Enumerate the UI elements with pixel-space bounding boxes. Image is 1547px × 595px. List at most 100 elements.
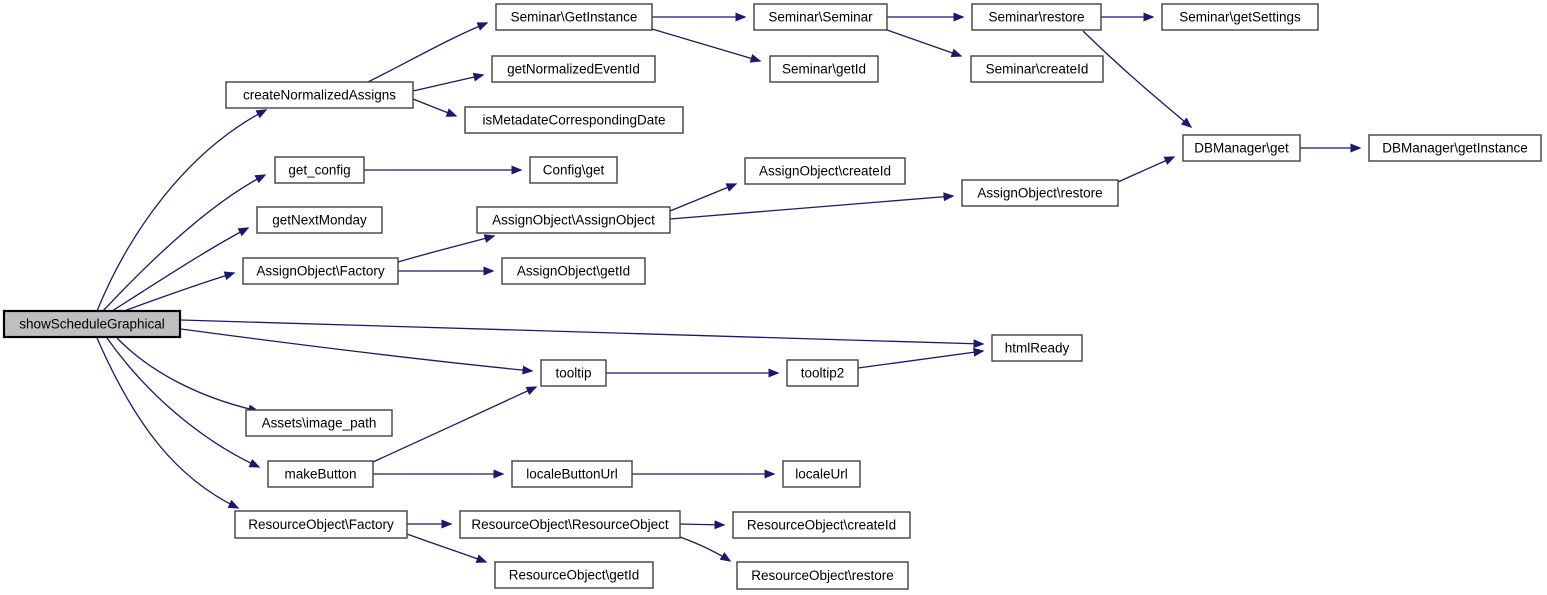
node-htmlReady[interactable]: htmlReady	[991, 334, 1083, 362]
node-label-getNextMonday: getNextMonday	[272, 213, 367, 228]
node-label-AssignObject-restore: AssignObject\restore	[977, 186, 1102, 201]
node-box-Config-get[interactable]	[529, 156, 618, 184]
node-label-tooltip2: tooltip2	[801, 366, 845, 381]
node-box-Seminar-restore[interactable]	[971, 3, 1102, 31]
node-box-ResourceObject-getId[interactable]	[494, 561, 654, 589]
node-label-ResourceObject-restore: ResourceObject\restore	[751, 568, 894, 583]
node-localeButtonUrl[interactable]: localeButtonUrl	[511, 460, 633, 488]
node-box-showScheduleGraphical[interactable]	[2, 309, 182, 339]
node-label-Seminar-restore: Seminar\restore	[988, 10, 1084, 25]
node-label-localeButtonUrl: localeButtonUrl	[526, 467, 618, 482]
node-box-createNormalizedAssigns[interactable]	[225, 81, 414, 109]
node-label-AssignObject-getId: AssignObject\getId	[517, 264, 630, 279]
node-box-isMetadateCorrespondingDate[interactable]	[464, 106, 684, 134]
node-box-htmlReady[interactable]	[991, 334, 1083, 362]
node-label-ResourceObject-Factory: ResourceObject\Factory	[248, 517, 394, 532]
edge-createNormalizedAssigns-to-getNormalizedEventId	[412, 72, 485, 92]
node-get_config[interactable]: get_config	[274, 156, 365, 184]
node-AssignObject-AssignObject[interactable]: AssignObject\AssignObject	[476, 206, 671, 234]
node-label-getNormalizedEventId: getNormalizedEventId	[507, 62, 640, 77]
node-box-localeButtonUrl[interactable]	[511, 460, 633, 488]
node-label-DBManager-get: DBManager\get	[1194, 141, 1289, 156]
node-box-AssignObject-AssignObject[interactable]	[476, 206, 671, 234]
node-box-tooltip[interactable]	[540, 359, 607, 387]
edge-showScheduleGraphical-to-getNextMonday	[111, 227, 250, 312]
edge-showScheduleGraphical-to-tooltip	[180, 328, 534, 375]
node-box-ResourceObject-restore[interactable]	[736, 561, 909, 590]
node-ResourceObject-ResourceObject[interactable]: ResourceObject\ResourceObject	[459, 510, 681, 539]
node-box-AssignObject-getId[interactable]	[501, 257, 646, 285]
node-createNormalizedAssigns[interactable]: createNormalizedAssigns	[225, 81, 414, 109]
node-label-htmlReady: htmlReady	[1005, 341, 1070, 356]
node-label-ResourceObject-ResourceObject: ResourceObject\ResourceObject	[471, 517, 669, 532]
node-ResourceObject-createId[interactable]: ResourceObject\createId	[732, 511, 911, 539]
node-box-Seminar-getSettings[interactable]	[1161, 3, 1319, 31]
node-Seminar-createId[interactable]: Seminar\createId	[970, 55, 1104, 83]
edge-AssignObject-restore-to-DBManager-get	[1117, 156, 1176, 183]
node-label-Seminar-getId: Seminar\getId	[782, 62, 866, 77]
node-box-getNextMonday[interactable]	[256, 206, 383, 234]
node-box-Seminar-Seminar[interactable]	[753, 3, 888, 31]
node-AssignObject-restore[interactable]: AssignObject\restore	[961, 179, 1119, 207]
node-showScheduleGraphical[interactable]: showScheduleGraphical	[2, 309, 182, 339]
edge-AssignObject-AssignObject-to-AssignObject-createId	[669, 183, 738, 212]
node-box-AssignObject-createId[interactable]	[744, 157, 906, 185]
node-AssignObject-getId[interactable]: AssignObject\getId	[501, 257, 646, 285]
node-box-ResourceObject-Factory[interactable]	[234, 510, 408, 539]
node-box-Seminar-getId[interactable]	[769, 55, 879, 83]
edge-ResourceObject-ResourceObject-to-ResourceObject-restore	[679, 536, 732, 562]
node-label-showScheduleGraphical: showScheduleGraphical	[19, 317, 165, 332]
node-ResourceObject-getId[interactable]: ResourceObject\getId	[494, 561, 654, 589]
node-getNormalizedEventId[interactable]: getNormalizedEventId	[491, 55, 656, 83]
node-label-tooltip: tooltip	[555, 366, 591, 381]
node-box-Seminar-createId[interactable]	[970, 55, 1104, 83]
node-ResourceObject-Factory[interactable]: ResourceObject\Factory	[234, 510, 408, 539]
node-box-getNormalizedEventId[interactable]	[491, 55, 656, 83]
node-box-DBManager-get[interactable]	[1182, 134, 1301, 162]
edge-AssignObject-Factory-to-AssignObject-AssignObject	[397, 234, 496, 263]
node-box-localeUrl[interactable]	[782, 460, 861, 488]
edge-showScheduleGraphical-to-makeButton	[106, 337, 261, 468]
node-label-localeUrl: localeUrl	[795, 467, 848, 482]
node-Assets-image_path[interactable]: Assets\image_path	[245, 409, 393, 437]
node-box-AssignObject-Factory[interactable]	[242, 257, 399, 285]
node-Seminar-GetInstance[interactable]: Seminar\GetInstance	[495, 3, 653, 31]
node-label-isMetadateCorrespondingDate: isMetadateCorrespondingDate	[482, 113, 665, 128]
node-Seminar-getSettings[interactable]: Seminar\getSettings	[1161, 3, 1319, 31]
node-box-get_config[interactable]	[274, 156, 365, 184]
node-ResourceObject-restore[interactable]: ResourceObject\restore	[736, 561, 909, 590]
node-label-Seminar-Seminar: Seminar\Seminar	[768, 10, 873, 25]
edge-showScheduleGraphical-to-get_config	[102, 174, 267, 312]
node-label-createNormalizedAssigns: createNormalizedAssigns	[243, 88, 396, 103]
edge-showScheduleGraphical-to-Assets-image_path	[116, 337, 260, 414]
node-box-ResourceObject-createId[interactable]	[732, 511, 911, 539]
node-tooltip[interactable]: tooltip	[540, 359, 607, 387]
node-isMetadateCorrespondingDate[interactable]: isMetadateCorrespondingDate	[464, 106, 684, 134]
node-label-AssignObject-Factory: AssignObject\Factory	[256, 264, 385, 279]
node-Seminar-getId[interactable]: Seminar\getId	[769, 55, 879, 83]
node-Seminar-restore[interactable]: Seminar\restore	[971, 3, 1102, 31]
node-DBManager-getInstance[interactable]: DBManager\getInstance	[1368, 134, 1542, 162]
node-AssignObject-Factory[interactable]: AssignObject\Factory	[242, 257, 399, 285]
node-localeUrl[interactable]: localeUrl	[782, 460, 861, 488]
node-tooltip2[interactable]: tooltip2	[786, 359, 859, 387]
node-label-Seminar-GetInstance: Seminar\GetInstance	[511, 10, 638, 25]
node-label-Seminar-getSettings: Seminar\getSettings	[1179, 10, 1301, 25]
node-Seminar-Seminar[interactable]: Seminar\Seminar	[753, 3, 888, 31]
node-box-ResourceObject-ResourceObject[interactable]	[459, 510, 681, 539]
node-box-Seminar-GetInstance[interactable]	[495, 3, 653, 31]
edges-layer	[96, 12, 1362, 563]
node-box-makeButton[interactable]	[267, 460, 374, 488]
node-getNextMonday[interactable]: getNextMonday	[256, 206, 383, 234]
nodes-layer: showScheduleGraphical createNormalizedAss…	[2, 3, 1542, 590]
node-box-AssignObject-restore[interactable]	[961, 179, 1119, 207]
node-label-get_config: get_config	[288, 163, 350, 178]
node-box-DBManager-getInstance[interactable]	[1368, 134, 1542, 162]
node-DBManager-get[interactable]: DBManager\get	[1182, 134, 1301, 162]
edge-showScheduleGraphical-to-ResourceObject-Factory	[96, 337, 240, 509]
node-box-tooltip2[interactable]	[786, 359, 859, 387]
node-makeButton[interactable]: makeButton	[267, 460, 374, 488]
node-AssignObject-createId[interactable]: AssignObject\createId	[744, 157, 906, 185]
node-Config-get[interactable]: Config\get	[529, 156, 618, 184]
node-box-Assets-image_path[interactable]	[245, 409, 393, 437]
